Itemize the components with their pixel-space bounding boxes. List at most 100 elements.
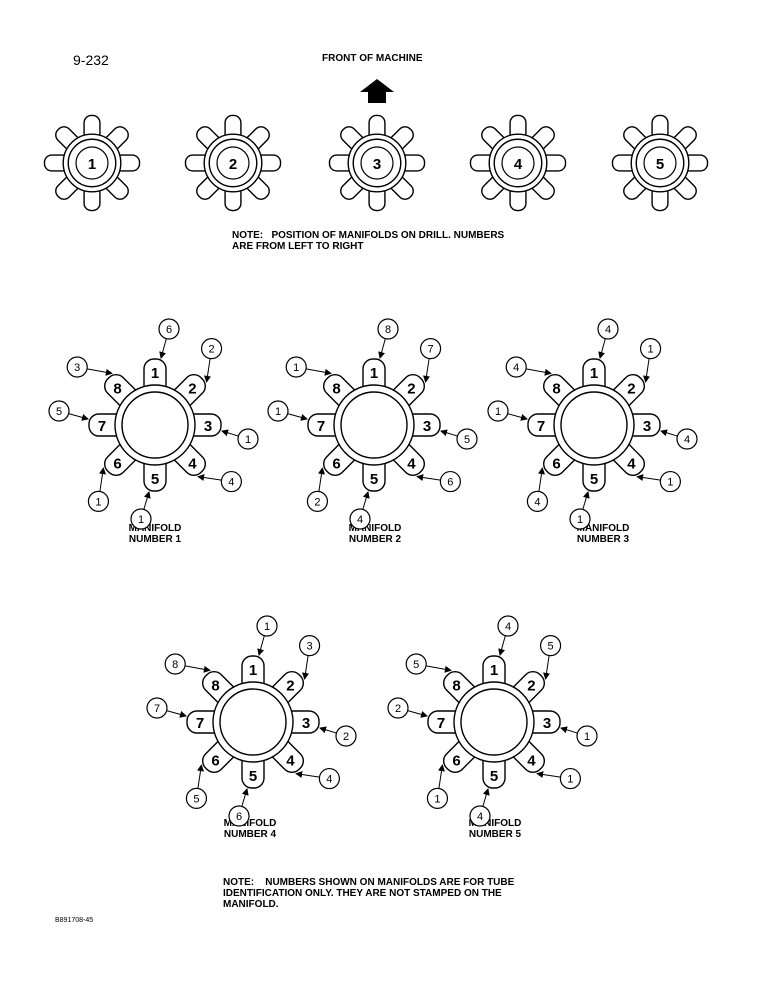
position-manifold-5: 5 [611,114,709,212]
callout-number: 4 [505,621,511,633]
manifold-hub [219,688,287,756]
manifold-label-line2: NUMBER 5 [468,829,522,840]
callout-number: 4 [534,496,540,508]
tube-number: 1 [249,662,257,679]
callout-number: 1 [495,406,501,418]
callout-leader-arrow [438,764,445,789]
callout-bubble [185,787,208,809]
tube-number: 8 [452,678,460,695]
callout-number: 1 [95,496,101,508]
page-number: 9-232 [73,52,109,68]
callout-number: 5 [413,659,419,671]
callout-bubble [377,318,399,340]
manifold-hub [340,391,408,459]
callout-number: 4 [357,514,363,526]
callout-bubble [146,697,168,719]
callout-leader-arrow [525,368,552,376]
tube-number: 6 [452,752,460,769]
callout-leader-arrow [425,665,452,673]
tube-number: 7 [196,715,204,732]
callout-leader-arrow [319,726,337,734]
callout-number: 7 [154,703,160,715]
callout-leader-arrow [241,788,249,807]
callout-leader-arrow [660,429,678,437]
callout-leader-arrow [318,467,325,492]
callout-number: 1 [434,793,440,805]
position-inner-circle [643,146,677,180]
manifold-label-line1: MANIFOLD [576,523,630,534]
callout-number: 1 [667,477,673,489]
tube-number: 5 [370,471,378,488]
callout-number: 1 [275,406,281,418]
tube-number: 3 [543,715,551,732]
tube-number: 1 [490,662,498,679]
callout-leader-arrow [536,771,561,778]
callout-leader-arrow [407,710,428,718]
manifold-label-line2: NUMBER 2 [348,534,402,545]
manifold-label-line1: MANIFOLD [348,523,402,534]
tube-number: 7 [98,418,106,435]
tube-number: 4 [627,455,636,472]
tube-number: 7 [537,418,545,435]
callout-number: 7 [428,344,434,356]
tube-number: 8 [211,678,219,695]
manifold-label-line1: MANIFOLD [128,523,182,534]
tube-number: 8 [332,381,340,398]
callout-number: 8 [385,324,391,336]
callout-bubble [576,725,598,747]
callout-bubble [456,428,478,450]
position-number: 2 [229,156,237,173]
manifold-label-3: MANIFOLD NUMBER 3 [553,523,653,545]
arrow-up-icon [360,79,394,103]
callout-bubble [237,428,259,450]
callout-leader-arrow [197,474,222,481]
manifold-label-line1: MANIFOLD [468,818,522,829]
callout-leader-arrow [582,491,590,510]
callout-number: 4 [228,477,234,489]
callout-number: 5 [548,641,554,653]
callout-leader-arrow [221,429,239,437]
callout-bubble [48,400,70,422]
callout-bubble [426,787,449,809]
tube-number: 4 [188,455,197,472]
tube-number: 5 [151,471,159,488]
callout-number: 4 [326,774,332,786]
callout-leader-arrow [184,665,211,673]
callout-bubble [267,400,289,422]
position-inner-circle [216,146,250,180]
callout-number: 5 [56,406,62,418]
tube-number: 1 [151,365,159,382]
tube-number: 3 [423,418,431,435]
manifold-label-line2: NUMBER 1 [128,534,182,545]
tube-number: 8 [113,381,121,398]
callout-number: 6 [236,811,242,823]
tube-number: 2 [407,381,415,398]
callout-number: 4 [605,324,611,336]
callout-bubble [130,508,152,530]
callout-leader-arrow [295,771,320,778]
callout-bubble [87,490,110,512]
callout-number: 4 [477,811,483,823]
callout-bubble [164,653,186,675]
callout-bubble [676,428,698,450]
position-number: 4 [514,156,523,173]
callout-bubble [569,508,591,530]
tube-number: 1 [590,365,598,382]
callout-leader-arrow [204,358,211,383]
manifold-label-2: MANIFOLD NUMBER 2 [325,523,425,545]
callout-leader-arrow [482,788,490,807]
callout-bubble [526,490,549,512]
callout-bubble [298,635,321,657]
tube-number: 2 [188,381,196,398]
tube-number: 7 [317,418,325,435]
position-number: 1 [88,156,96,173]
callout-bubble [387,697,409,719]
position-number: 3 [373,156,381,173]
callout-number: 1 [577,514,583,526]
tube-number: 2 [286,678,294,695]
callout-leader-arrow [643,358,650,383]
note-tube-identification: NOTE: NUMBERS SHOWN ON MANIFOLDS ARE FOR… [223,877,515,910]
callout-number: 8 [172,659,178,671]
